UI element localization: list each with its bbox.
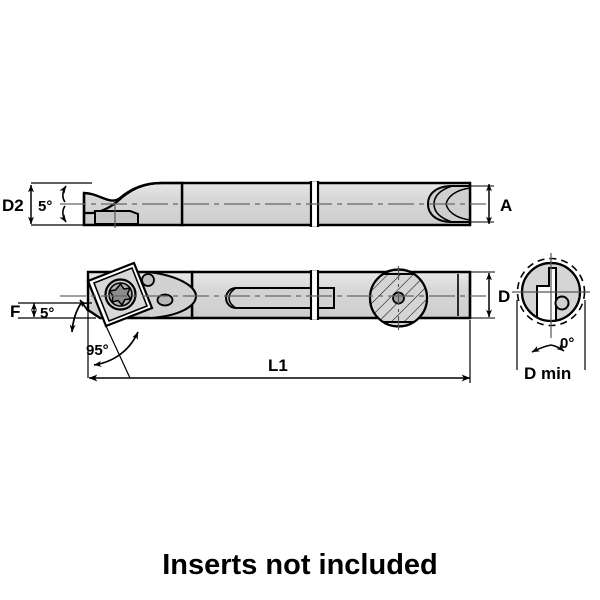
label-angle-bottom: 5° xyxy=(40,305,54,322)
label-f: F xyxy=(10,302,20,321)
lead-angle-arc xyxy=(93,331,139,367)
angle-callout-bottom: 5° xyxy=(40,299,89,333)
lead-angle-ref-flank xyxy=(105,325,131,379)
label-l1: L1 xyxy=(268,356,288,375)
bottom-side-view xyxy=(60,261,486,330)
angle-callout-lead: 95° xyxy=(86,310,139,379)
label-d-min: D min xyxy=(524,364,571,383)
end-view-bore-hole xyxy=(554,295,570,311)
dimension-d: D xyxy=(470,271,510,319)
insert-locator-pin xyxy=(141,273,155,287)
top-view-pocket-recess xyxy=(94,210,139,225)
dimension-l1: L1 xyxy=(88,320,471,383)
label-a: A xyxy=(500,196,512,215)
label-d: D xyxy=(498,287,510,306)
end-view-angle-arc-left xyxy=(531,344,552,353)
label-d2: D2 xyxy=(2,196,24,215)
dimension-d2: D2 xyxy=(2,182,96,226)
end-view: 0° D min xyxy=(512,253,590,383)
angle-callout-top: 5° xyxy=(38,185,67,223)
bottom-view-break-line xyxy=(309,270,320,320)
dimension-a: A xyxy=(470,183,512,225)
top-side-view xyxy=(60,181,486,228)
bottom-view-nose-hole xyxy=(156,293,174,307)
insert-screw-torx xyxy=(108,283,132,306)
dimension-f: F xyxy=(10,302,96,321)
coolant-channel-end-arc xyxy=(228,287,237,309)
label-lead-angle: 95° xyxy=(86,342,109,359)
label-angle-top: 5° xyxy=(38,198,52,215)
end-view-angle-arc-right xyxy=(550,344,565,352)
